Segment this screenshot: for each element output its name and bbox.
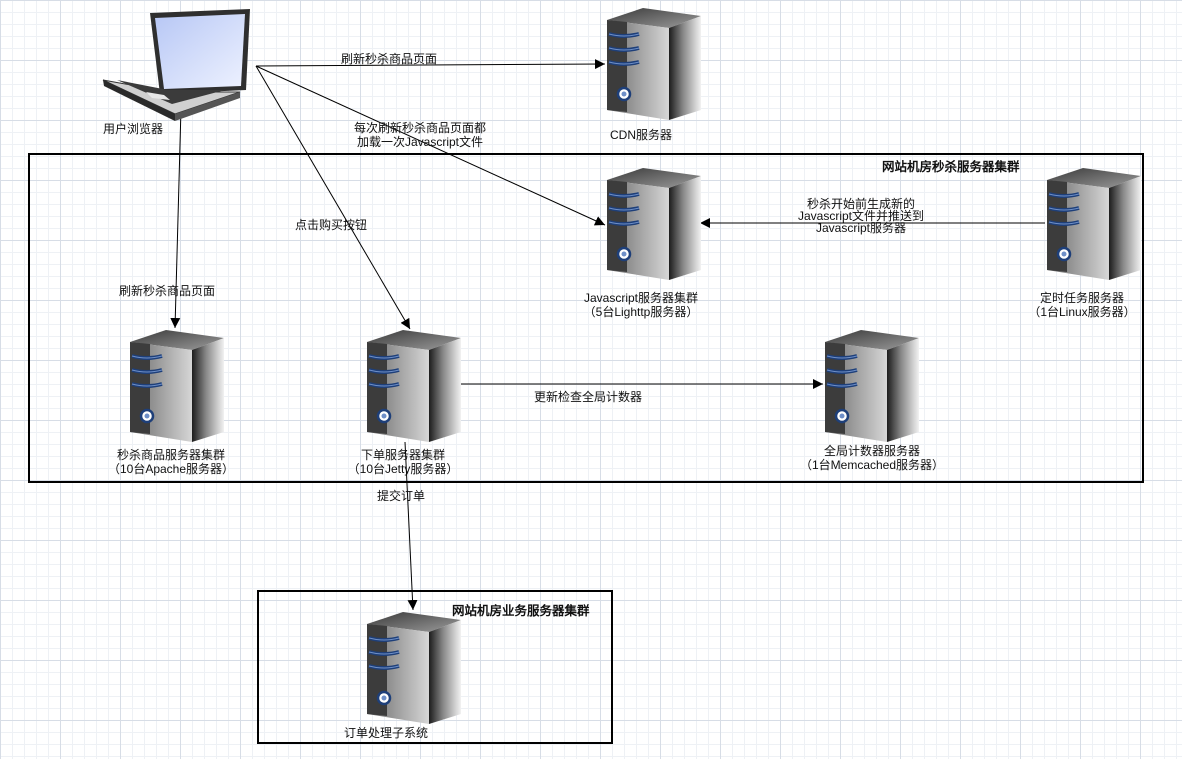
order-processing-server-icon [365,612,461,724]
edge-label-submit-order: 提交订单 [377,489,426,503]
edge-label-click-buy: 点击购买按钮 [295,218,368,232]
laptop-icon [102,9,250,121]
seckill-cluster-frame [28,153,1144,483]
cdn-server-icon [605,8,701,120]
counter-server-icon [823,330,919,442]
js-server-icon [605,168,701,280]
edge-submit-order [404,441,418,611]
edge-click-buy [255,65,411,330]
goods-cluster-label: 秒杀商品服务器集群 （10台Apache服务器） [107,448,235,476]
edge-label-load-js: 每次刷新秒杀商品页面都 加载一次Javascript文件 [353,121,487,149]
edge-label-refresh-cdn: 刷新秒杀商品页面 [341,52,438,66]
business-cluster-title: 网站机房业务服务器集群 [452,604,590,618]
business-cluster-frame [257,590,613,744]
edge-refresh-goods [170,107,182,329]
order-cluster-label: 下单服务器集群 （10台Jetty服务器） [347,448,459,476]
js-cluster-label: Javascript服务器集群 （5台Lighttp服务器） [583,291,699,319]
seckill-cluster-title: 网站机房秒杀服务器集群 [882,160,1020,174]
cdn-label: CDN服务器 [610,128,672,142]
edge-refresh-cdn [255,59,606,70]
edge-label-update-counter: 更新检查全局计数器 [534,390,643,404]
goods-server-icon [128,330,224,442]
edge-load-js [255,65,606,226]
timer-server-icon [1045,168,1141,280]
counter-label: 全局计数器服务器 （1台Memcached服务器） [799,444,945,472]
browser-label: 用户浏览器 [103,122,164,136]
order-server-icon [365,330,461,442]
order-processing-label: 订单处理子系统 [343,726,429,740]
timer-label: 定时任务服务器 （1台Linux服务器） [1028,291,1136,319]
edge-label-push-js: 秒杀开始前生成新的 Javascript文件并推送到 Javascript服务器 [797,197,925,235]
edge-label-refresh-goods: 刷新秒杀商品页面 [119,284,216,298]
